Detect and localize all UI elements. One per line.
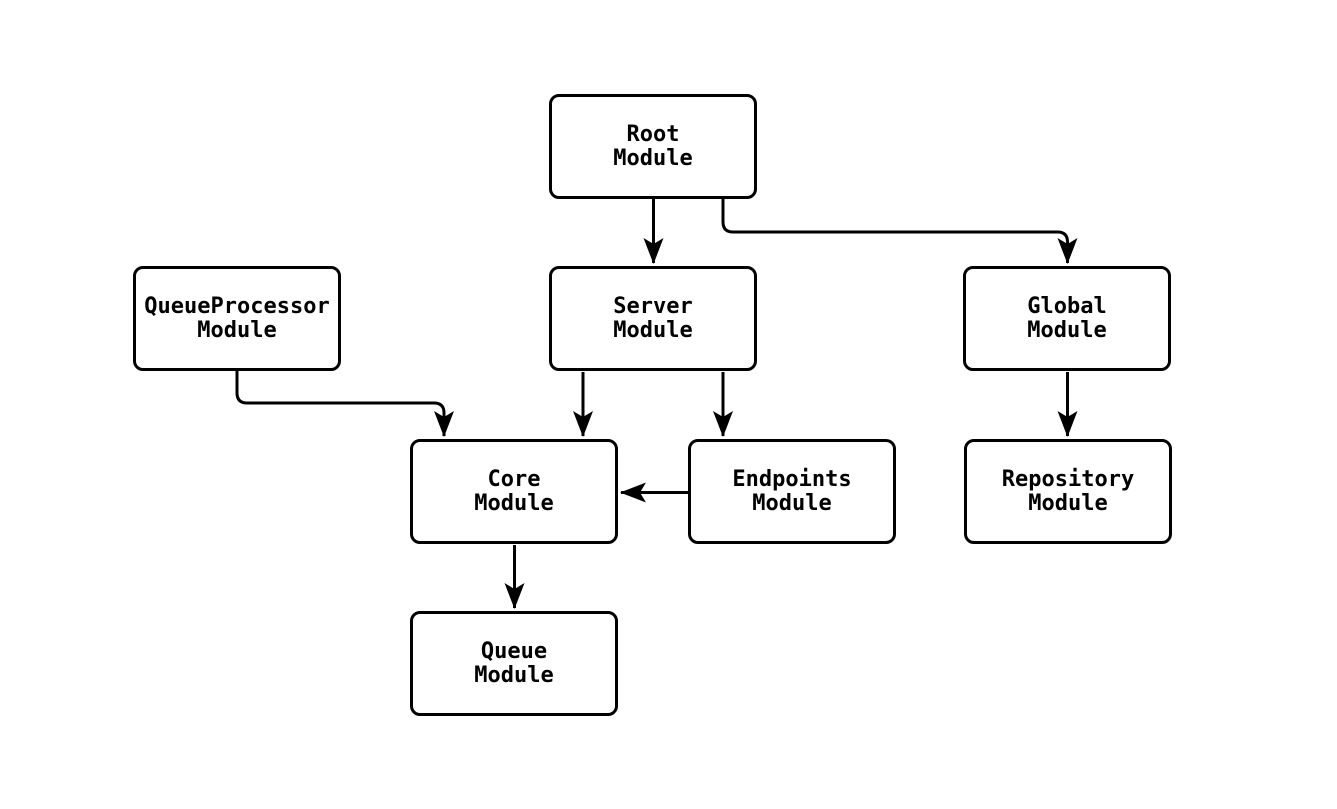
node-repository-label-line2: Module — [1028, 490, 1108, 516]
node-core-module: Core Module — [410, 439, 618, 544]
node-repository-module: Repository Module — [964, 439, 1172, 544]
node-core-label-line1: Core — [487, 466, 541, 492]
node-endpoints-module: Endpoints Module — [688, 439, 896, 544]
node-root-label-line1: Root — [626, 121, 680, 147]
node-core-label-line2: Module — [474, 490, 554, 516]
node-endpoints-label-line1: Endpoints — [732, 466, 852, 492]
node-global-module: Global Module — [963, 266, 1171, 371]
node-queueprocessor-label-line1: QueueProcessor — [144, 293, 330, 319]
node-root-label-line2: Module — [613, 145, 693, 171]
node-queue-label-line2: Module — [474, 662, 554, 688]
node-global-label-line1: Global — [1027, 293, 1107, 319]
node-queueprocessor-module: QueueProcessor Module — [133, 266, 341, 371]
node-repository-label-line1: Repository — [1001, 466, 1135, 492]
node-queueprocessor-label-line2: Module — [197, 317, 277, 343]
node-global-label-line2: Module — [1027, 317, 1107, 343]
edge-root-global — [721, 198, 1078, 264]
node-server-label-line2: Module — [613, 317, 693, 343]
edge-queueprocessor-core — [235, 371, 454, 437]
node-server-label-line1: Server — [613, 293, 693, 319]
node-queue-module: Queue Module — [410, 611, 618, 716]
node-queue-label-line1: Queue — [480, 638, 548, 664]
node-endpoints-label-line2: Module — [752, 490, 832, 516]
node-root-module: Root Module — [549, 94, 757, 199]
node-server-module: Server Module — [549, 266, 757, 371]
